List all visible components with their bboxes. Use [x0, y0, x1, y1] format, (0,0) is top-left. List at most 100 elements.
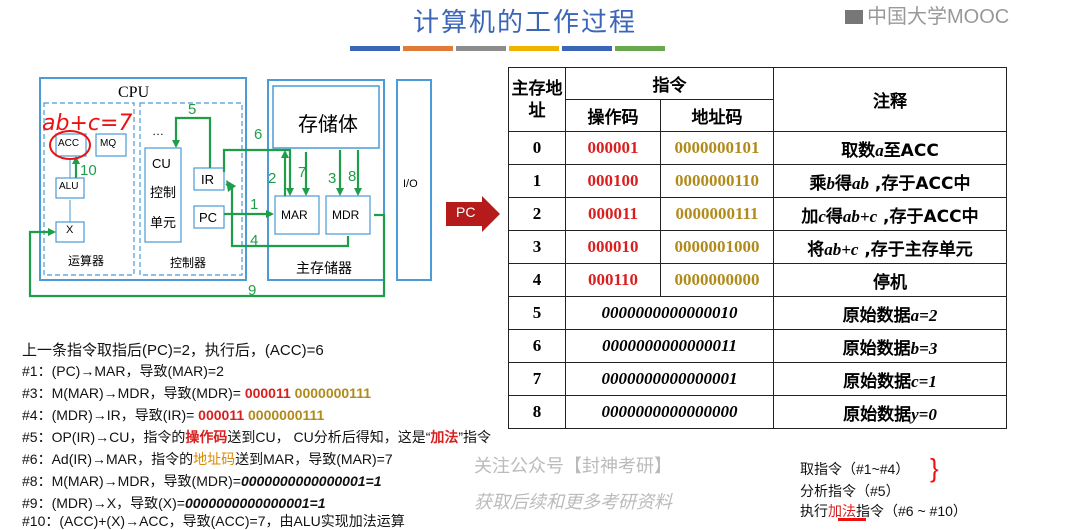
step-2: 2: [268, 170, 277, 187]
step-8: 8: [348, 168, 357, 185]
step-6: 6: [254, 126, 263, 143]
addrcode-cell: 0000000110: [660, 164, 774, 198]
control-unit-label: 控制器: [170, 256, 207, 270]
opcode-cell: 000010: [565, 230, 661, 264]
addr-cell: 8: [508, 395, 566, 429]
step-7: 7: [298, 164, 307, 181]
addr-cell: 4: [508, 263, 566, 297]
x-label: X: [66, 224, 74, 236]
note-cell: 乘b得ab ,存于ACC中: [773, 164, 1007, 198]
title-color-bar: [456, 46, 506, 51]
data-value-cell: 0000000000000000: [565, 395, 774, 429]
header-instr: 指令: [565, 67, 774, 100]
step-3: 3: [328, 170, 337, 187]
page-title: 计算机的工作过程: [412, 7, 637, 37]
step-1: 1: [250, 196, 259, 213]
cu-box: [144, 147, 182, 243]
title-color-bar: [509, 46, 559, 51]
step-line-4: #4：(MDR)→IR，导致(IR)= 000011 0000000111: [22, 407, 325, 423]
pc-label: PC: [199, 210, 218, 225]
addrcode-cell: 0000000111: [660, 197, 774, 231]
step-line-9: #9：(MDR)→X，导致(X)=0000000000000001=1: [22, 495, 326, 511]
step-5: 5: [188, 101, 197, 118]
control-dots: …: [152, 124, 164, 138]
step-10: 10: [80, 162, 97, 179]
title-color-bar: [562, 46, 612, 51]
addr-cell: 3: [508, 230, 566, 264]
addr-cell: 1: [508, 164, 566, 198]
opcode-cell: 000100: [565, 164, 661, 198]
opcode-cell: 000011: [565, 197, 661, 231]
step-line-8: #8：M(MAR)→MDR，导致(MDR)=0000000000000001=1: [22, 473, 382, 489]
note-cell: 加c得ab+c ,存于ACC中: [773, 197, 1007, 231]
header-addrcode: 地址码: [660, 99, 774, 132]
cu-sub1: 控制: [150, 185, 177, 200]
addrcode-cell: 0000001000: [660, 230, 774, 264]
alu-unit-box: [43, 102, 135, 276]
note-cell: 原始数据b=3: [773, 329, 1007, 363]
alu-label: ALU: [59, 181, 79, 192]
control-unit-box: [139, 102, 243, 276]
mar-box: [274, 195, 320, 235]
title-color-bar: [350, 46, 400, 51]
mooc-logo: 中国大学MOOC: [845, 0, 1009, 29]
addrcode-cell: 0000000000: [660, 263, 774, 297]
watermark-line2: 获取后续和更多考研资料: [474, 492, 672, 512]
data-value-cell: 0000000000000011: [565, 329, 774, 363]
cpu-box: [39, 77, 247, 281]
alu-unit-label: 运算器: [68, 254, 105, 268]
cpu-memory-diagram: ab+c=7: [28, 77, 432, 298]
title-color-bar: [403, 46, 453, 51]
mdr-label: MDR: [332, 208, 360, 222]
watermark-line1: 关注公众号【封神考研】: [474, 456, 672, 476]
addr-cell: 7: [508, 362, 566, 396]
step-4: 4: [250, 232, 259, 249]
acc-circle: [49, 130, 91, 160]
opcode-cell: 000110: [565, 263, 661, 297]
data-value-cell: 0000000000000010: [565, 296, 774, 330]
phase-analyze: 分析指令（#5）: [800, 483, 900, 499]
title-color-bar: [615, 46, 665, 51]
logo-text: 中国大学MOOC: [867, 6, 1010, 28]
note-cell: 原始数据y=0: [773, 395, 1007, 429]
step-line-5: #5：OP(IR)→CU，指令的操作码送到CU， CU分析后得知，这是“加法”指…: [22, 429, 492, 445]
addr-cell: 6: [508, 329, 566, 363]
note-cell: 原始数据c=1: [773, 362, 1007, 396]
header-note: 注释: [773, 67, 1007, 132]
pc-pointer-label: PC: [456, 204, 476, 220]
mq-label: MQ: [100, 138, 117, 149]
addr-cell: 0: [508, 131, 566, 165]
step-line-10: #10：(ACC)+(X)→ACC，导致(ACC)=7，由ALU实现加法运算: [22, 513, 405, 529]
main-memory-label: 主存储器: [296, 260, 352, 276]
step-line-6: #6：Ad(IR)→MAR，指令的地址码送到MAR，导致(MAR)=7: [22, 451, 393, 467]
storage-box: [272, 85, 380, 149]
step-9: 9: [248, 282, 257, 299]
note-cell: 原始数据a=2: [773, 296, 1007, 330]
opcode-cell: 000001: [565, 131, 661, 165]
acc-label: ACC: [58, 138, 80, 149]
step-line-1: #1：(PC)→MAR，导致(MAR)=2: [22, 363, 224, 379]
addrcode-cell: 0000000101: [660, 131, 774, 165]
ir-label: IR: [201, 172, 214, 187]
storage-label: 存储体: [298, 114, 358, 136]
intro-line: 上一条指令取指后(PC)=2，执行后，(ACC)=6: [22, 342, 324, 359]
addr-cell: 5: [508, 296, 566, 330]
step-line-3: #3：M(MAR)→MDR，导致(MDR)= 000011 0000000111: [22, 385, 371, 401]
pc-pointer: PC: [446, 196, 502, 237]
header-opcode: 操作码: [565, 99, 661, 132]
phase-exec: 执行加法指令（#6 ~ #10）: [800, 503, 967, 519]
note-cell: 取数a至ACC: [773, 131, 1007, 165]
phase-fetch: 取指令（#1~#4）: [800, 461, 910, 477]
data-value-cell: 0000000000000001: [565, 362, 774, 396]
mq-box: [95, 133, 127, 157]
io-label: I/O: [403, 178, 418, 190]
